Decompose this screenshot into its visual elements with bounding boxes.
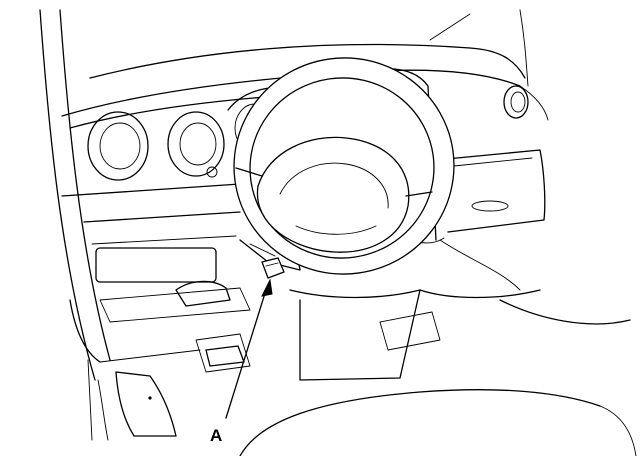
- seat: [239, 389, 637, 456]
- a-pillar: [39, 9, 111, 441]
- lower-dash-left: [61, 183, 251, 363]
- glove-box: [435, 149, 546, 233]
- pedal: [205, 345, 245, 367]
- left-air-vents: [87, 111, 225, 181]
- callout-label-a: A: [210, 426, 222, 445]
- callout-leader: [225, 278, 273, 419]
- windshield-edge: [89, 9, 529, 87]
- lower-panel-opening: [175, 280, 251, 373]
- floor-mat: [115, 371, 177, 437]
- right-air-vent: [503, 85, 529, 119]
- steering-wheel: [233, 57, 455, 275]
- connector-a: [261, 257, 285, 279]
- floor-console: [289, 239, 631, 381]
